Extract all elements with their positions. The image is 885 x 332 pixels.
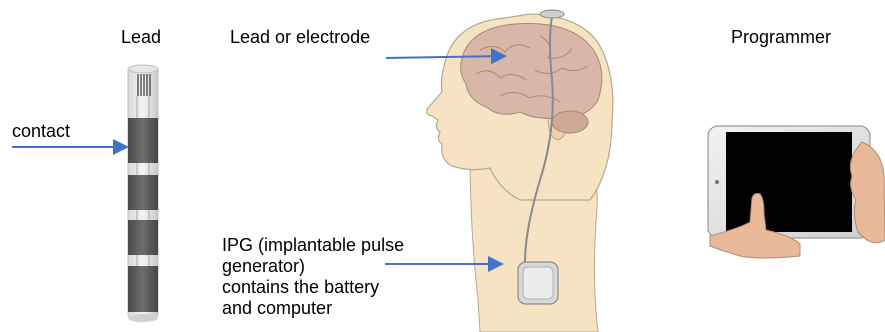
ipg-label-line-3: contains the battery (222, 277, 404, 298)
lead-contact-1 (128, 118, 158, 163)
ipg-label: IPG (implantable pulse generator) contai… (222, 235, 404, 319)
tablet-screen (726, 132, 852, 232)
lead-label: Lead (121, 27, 161, 48)
contact-label: contact (12, 121, 70, 142)
lead-contact-2 (128, 175, 158, 210)
lead-contact-3 (128, 220, 158, 255)
lead-illustration (128, 65, 158, 322)
ipg-label-line-4: and computer (222, 298, 404, 319)
lead-contact-4 (128, 266, 158, 312)
ipg-label-line-1: IPG (implantable pulse (222, 235, 404, 256)
head-illustration (427, 10, 613, 332)
tablet-illustration (708, 126, 885, 258)
ipg-label-line-2: generator) (222, 256, 404, 277)
programmer-label: Programmer (731, 27, 831, 48)
lead-or-electrode-label: Lead or electrode (230, 27, 370, 48)
